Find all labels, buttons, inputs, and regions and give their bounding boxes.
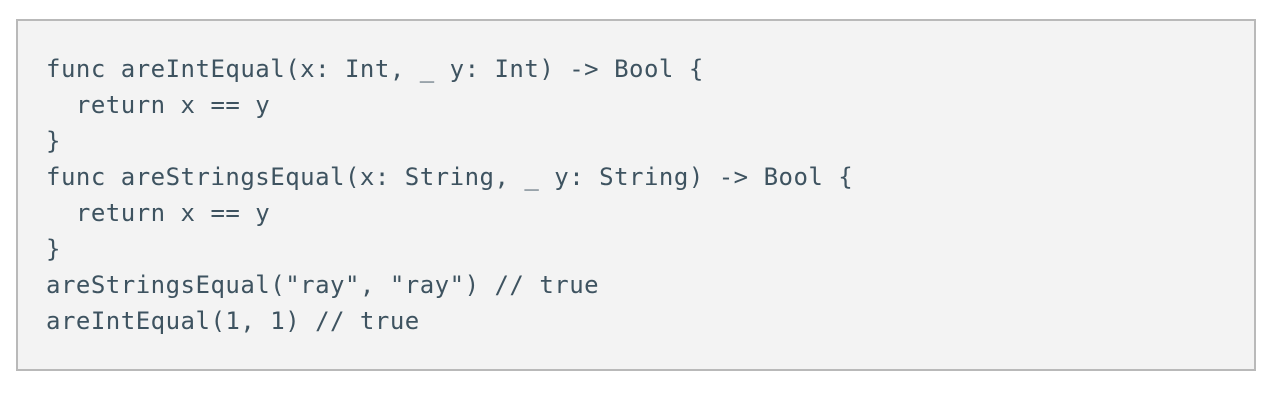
code-line: return x == y xyxy=(46,199,271,227)
code-line: areIntEqual(1, 1) // true xyxy=(46,307,420,335)
code-line: } xyxy=(46,235,61,263)
code-line: } xyxy=(46,127,61,155)
code-block: func areIntEqual(x: Int, _ y: Int) -> Bo… xyxy=(16,19,1256,371)
code-line: areStringsEqual("ray", "ray") // true xyxy=(46,271,600,299)
code-line: func areIntEqual(x: Int, _ y: Int) -> Bo… xyxy=(46,55,704,83)
code-line: func areStringsEqual(x: String, _ y: Str… xyxy=(46,163,854,191)
code-line: return x == y xyxy=(46,91,271,119)
